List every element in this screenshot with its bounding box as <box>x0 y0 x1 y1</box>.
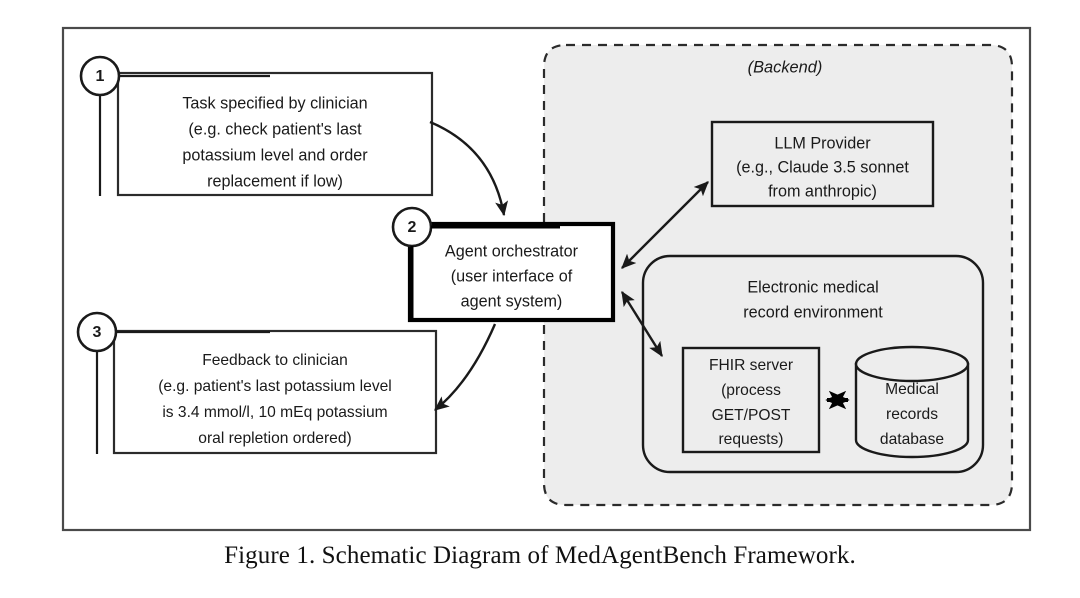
fhir-line-3: GET/POST <box>712 407 791 424</box>
task-specified-by-clinician-box <box>116 71 434 197</box>
emr-label-line-1: Electronic medical <box>747 278 878 296</box>
edge-orchestrator-to-feedback <box>434 323 497 411</box>
step-badge-2-label: 2 <box>408 219 417 236</box>
orchestrator-line-1: Agent orchestrator <box>445 242 579 260</box>
llm-provider-line-2: (e.g., Claude 3.5 sonnet <box>736 158 909 176</box>
fhir-line-4: requests) <box>718 431 783 448</box>
fhir-line-1: FHIR server <box>709 357 793 374</box>
feedback-line-1: Feedback to clinician <box>202 352 348 369</box>
edge-orchestrator-to-emr <box>620 290 664 358</box>
fhir-server-box <box>681 346 821 454</box>
feedback-line-4: oral repletion ordered) <box>198 430 351 447</box>
orchestrator-line-2: (user interface of <box>451 267 573 285</box>
database-cylinder-top <box>854 345 970 383</box>
task-box-line-4: replacement if low) <box>207 172 343 190</box>
orchestrator-line-3: agent system) <box>461 292 563 310</box>
database-line-1: Medical <box>885 381 939 398</box>
figure-caption: Figure 1. Schematic Diagram of MedAgentB… <box>224 542 856 569</box>
database-line-3: database <box>880 431 944 448</box>
database-cylinder-body <box>854 362 970 459</box>
llm-provider-box <box>710 120 935 208</box>
edge-orchestrator-to-llm-provider <box>621 181 709 269</box>
task-box-line-3: potassium level and order <box>182 146 368 164</box>
fhir-line-2: (process <box>721 382 781 399</box>
task-box-line-1: Task specified by clinician <box>182 94 367 112</box>
feedback-line-2: (e.g. patient's last potassium level <box>158 378 392 395</box>
feedback-line-3: is 3.4 mmol/l, 10 mEq potassium <box>162 404 387 421</box>
step-badge-1-label: 1 <box>96 68 105 85</box>
backend-region-label: (Backend) <box>748 58 823 76</box>
emr-label-line-2: record environment <box>743 303 883 321</box>
task-box-line-2: (e.g. check patient's last <box>188 120 362 138</box>
llm-provider-line-1: LLM Provider <box>774 134 871 152</box>
feedback-to-clinician-box <box>112 329 438 455</box>
step-badge-3-label: 3 <box>93 324 102 341</box>
edge-task-to-orchestrator <box>429 120 509 217</box>
database-line-2: records <box>886 406 938 423</box>
agent-orchestrator-box <box>407 221 616 323</box>
llm-provider-line-3: from anthropic) <box>768 182 877 200</box>
